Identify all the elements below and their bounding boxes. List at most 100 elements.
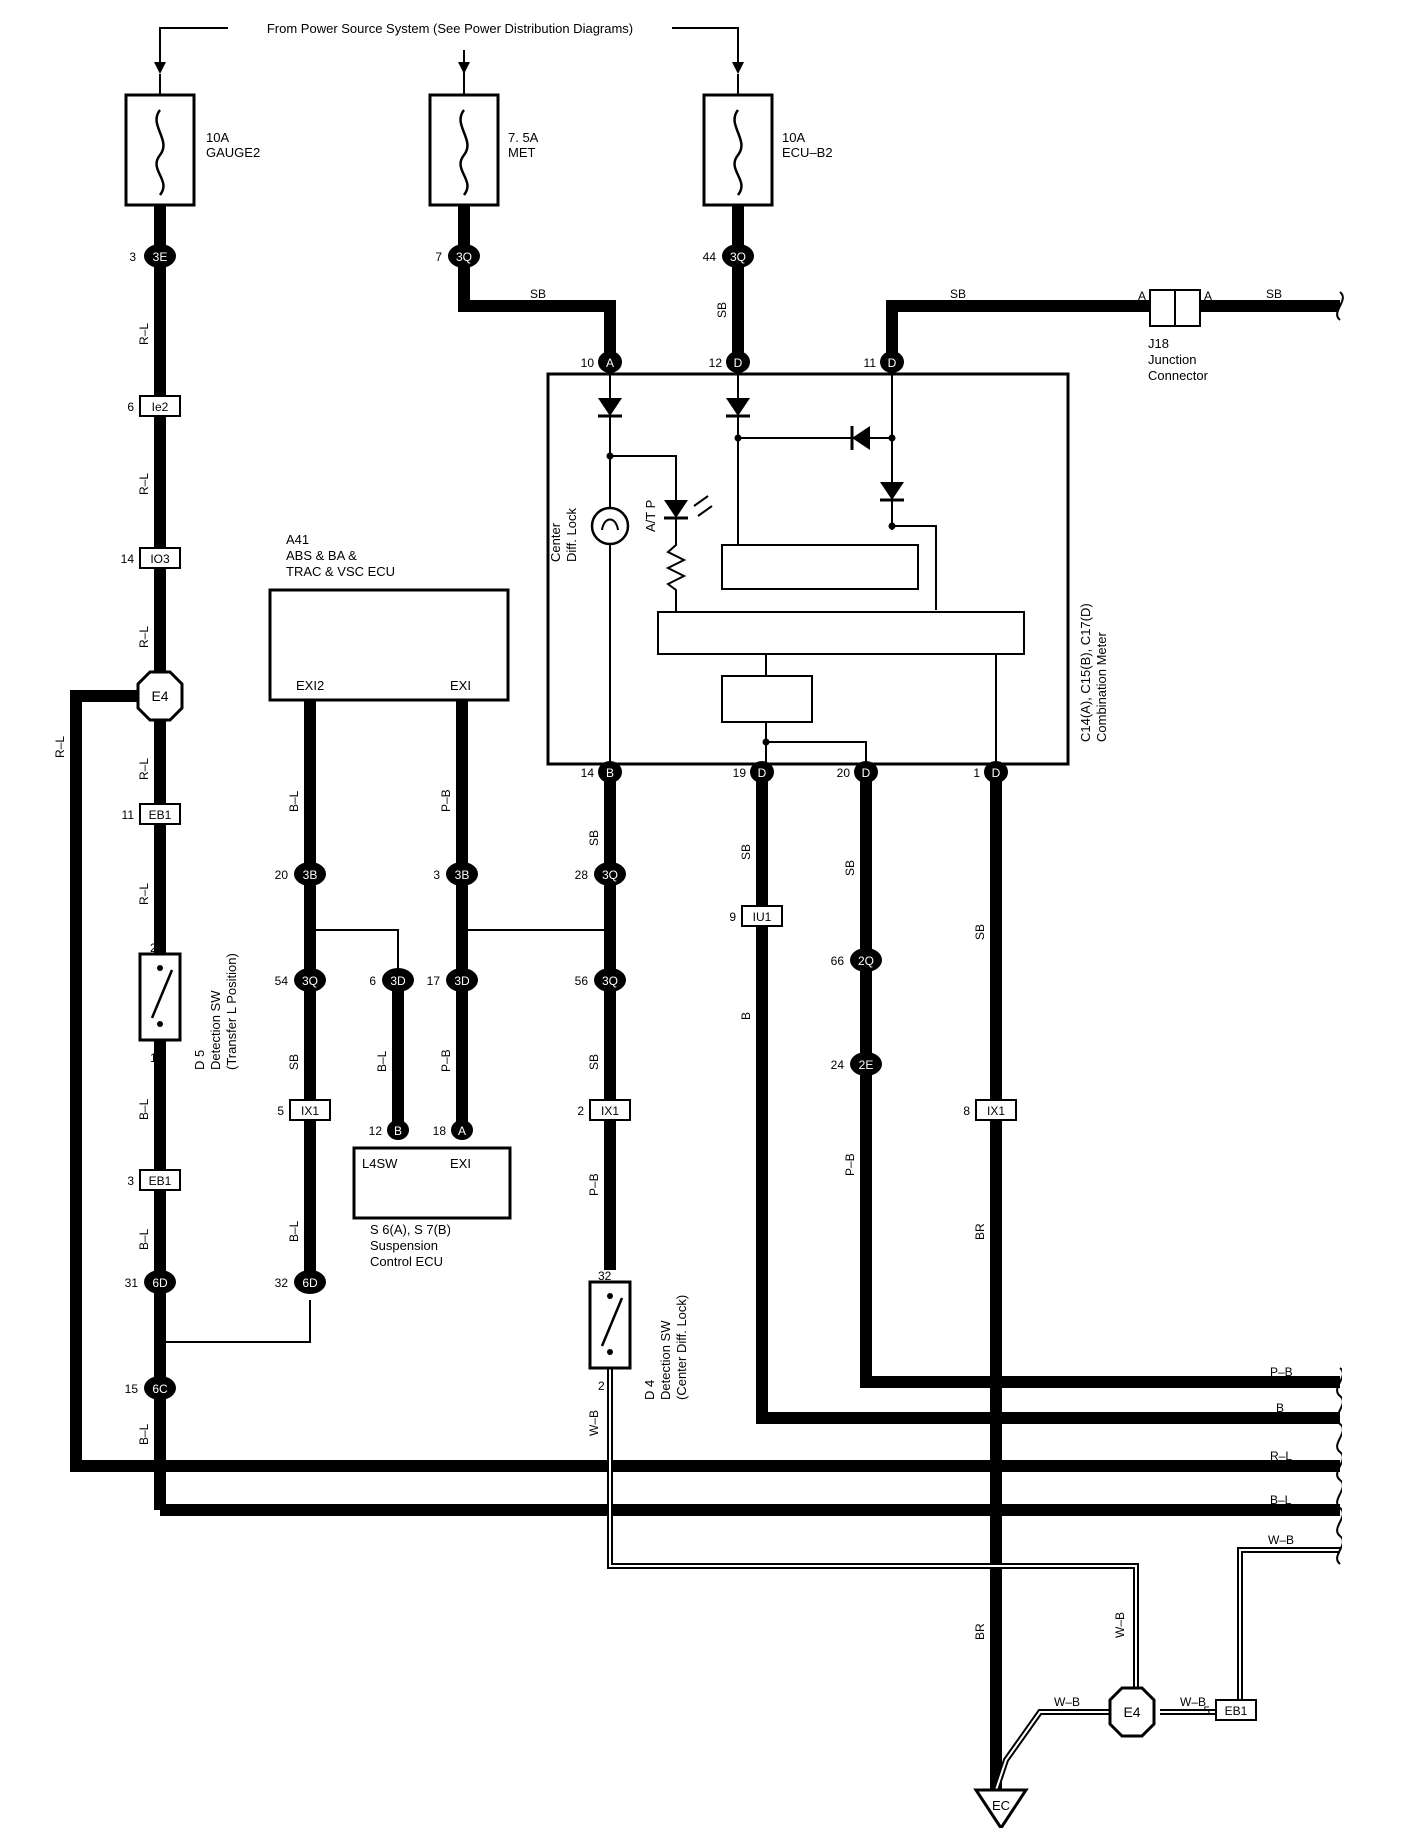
svg-text:3B: 3B (303, 868, 318, 882)
svg-text:C14(A), C15(B), C17(D): C14(A), C15(B), C17(D) (1078, 603, 1093, 742)
wire-color-labels: R–L R–L R–L R–L R–L R–L B–L B–L B–L SB S… (53, 287, 1294, 1709)
conn-3q-met: 3Q 7 (435, 244, 480, 268)
svg-text:44: 44 (703, 250, 717, 264)
svg-text:B–L: B–L (137, 1423, 151, 1445)
svg-text:6: 6 (369, 974, 376, 988)
conn-6d-32: 6D 32 (275, 1270, 326, 1294)
svg-text:P–B: P–B (587, 1173, 601, 1196)
svg-text:2E: 2E (859, 1058, 874, 1072)
svg-text:17: 17 (427, 974, 441, 988)
svg-text:20: 20 (275, 868, 289, 882)
svg-text:10A: 10A (782, 130, 805, 145)
svg-text:A41: A41 (286, 532, 309, 547)
conn-3d-6: 3D 6 (369, 968, 414, 992)
svg-text:SB: SB (1266, 287, 1282, 301)
svg-text:14: 14 (581, 766, 595, 780)
connectors: 3E 3 3Q 7 3Q 44 A 10 D 12 D 11 (121, 244, 1257, 1828)
svg-text:MET: MET (508, 145, 536, 160)
suspension-ecu: L4SW EXI S 6(A), S 7(B) Suspension Contr… (352, 1146, 512, 1269)
svg-text:(Center Diff. Lock): (Center Diff. Lock) (674, 1295, 689, 1400)
svg-text:2Q: 2Q (858, 954, 874, 968)
svg-text:B–L: B–L (287, 790, 301, 812)
svg-text:SB: SB (287, 1054, 301, 1070)
svg-text:3Q: 3Q (730, 250, 746, 264)
svg-text:3D: 3D (390, 974, 406, 988)
svg-text:EXI: EXI (450, 1156, 471, 1171)
power-source-header: From Power Source System (See Power Dist… (154, 21, 744, 100)
svg-text:BR: BR (973, 1623, 987, 1640)
meter-pin-a10: A 10 (581, 351, 622, 373)
svg-text:56: 56 (575, 974, 589, 988)
svg-text:IX1: IX1 (601, 1104, 619, 1118)
meter-pin-b14: B 14 (581, 761, 622, 783)
svg-text:32: 32 (275, 1276, 289, 1290)
svg-text:1: 1 (973, 766, 980, 780)
svg-text:3D: 3D (454, 974, 470, 988)
svg-text:15: 15 (125, 1382, 139, 1396)
svg-text:A: A (606, 356, 614, 370)
svg-text:(Transfer L Position): (Transfer L Position) (224, 953, 239, 1070)
ground-ec: EC (973, 1788, 1029, 1828)
svg-text:3Q: 3Q (456, 250, 472, 264)
conn-6c-15: 6C 15 (125, 1376, 176, 1400)
svg-text:3E: 3E (153, 250, 168, 264)
svg-text:R–L: R–L (137, 323, 151, 345)
svg-text:3: 3 (129, 250, 136, 264)
svg-text:11: 11 (122, 808, 135, 822)
svg-text:D: D (888, 356, 897, 370)
svg-text:D: D (758, 766, 767, 780)
svg-text:B–L: B–L (287, 1220, 301, 1242)
svg-text:D: D (862, 766, 871, 780)
meter-pin-d20: D 20 (837, 761, 878, 783)
svg-text:J18: J18 (1148, 336, 1169, 351)
svg-text:3: 3 (127, 1174, 134, 1188)
meter-pin-d11: D 11 (864, 351, 904, 373)
svg-text:SB: SB (530, 287, 546, 301)
svg-text:IO3: IO3 (150, 552, 170, 566)
svg-text:R–L: R–L (1270, 1449, 1292, 1463)
svg-text:R–L: R–L (137, 473, 151, 495)
combination-meter: Center Diff. Lock A/T P C14(A), C15(B), … (546, 372, 1109, 766)
svg-text:E4: E4 (151, 688, 168, 704)
svg-text:10: 10 (581, 356, 595, 370)
svg-text:L4SW: L4SW (362, 1156, 398, 1171)
svg-text:SB: SB (587, 1054, 601, 1070)
conn-eb1-top: EB1 11 (122, 803, 181, 825)
svg-text:A/T P: A/T P (643, 500, 658, 532)
svg-text:7. 5A: 7. 5A (508, 130, 539, 145)
fuse-gauge2: 10A GAUGE2 (124, 74, 260, 207)
svg-text:B: B (739, 1012, 753, 1020)
svg-text:TRAC & VSC ECU: TRAC & VSC ECU (286, 564, 395, 579)
conn-3q-28: 3Q 28 (575, 862, 626, 886)
svg-text:18: 18 (433, 1124, 447, 1138)
svg-text:P–B: P–B (439, 1049, 453, 1072)
abs-ecu-a41: A41 ABS & BA & TRAC & VSC ECU EXI2 EXI (268, 532, 510, 702)
susp-pin-a18: A 18 (433, 1120, 473, 1140)
svg-text:P–B: P–B (843, 1153, 857, 1176)
svg-text:EC: EC (992, 1798, 1010, 1813)
svg-text:SB: SB (739, 844, 753, 860)
svg-text:6D: 6D (302, 1276, 318, 1290)
svg-text:EB1: EB1 (1225, 1704, 1248, 1718)
svg-text:2: 2 (598, 1379, 605, 1393)
svg-text:3Q: 3Q (302, 974, 318, 988)
conn-3e-gauge: 3E 3 (129, 244, 176, 268)
meter-pin-d19: D 19 (733, 761, 774, 783)
svg-text:D: D (734, 356, 743, 370)
conn-3b-20: 3B 20 (275, 862, 326, 886)
svg-text:D 5: D 5 (192, 1050, 207, 1070)
svg-text:W–B: W–B (1054, 1695, 1080, 1709)
detection-sw-d4: 32 2 D 4 Detection SW (Center Diff. Lock… (588, 1269, 689, 1400)
wires-thin (156, 926, 1340, 1791)
meter-pin-d1: D 1 (973, 761, 1008, 783)
svg-text:SB: SB (715, 302, 729, 318)
conn-3q-54: 3Q 54 (275, 968, 326, 992)
svg-text:54: 54 (275, 974, 289, 988)
svg-text:32: 32 (598, 1269, 612, 1283)
svg-text:Diff. Lock: Diff. Lock (564, 508, 579, 562)
svg-text:6C: 6C (152, 1382, 168, 1396)
svg-text:20: 20 (837, 766, 851, 780)
svg-text:66: 66 (831, 954, 845, 968)
svg-text:12: 12 (369, 1124, 383, 1138)
svg-text:W–B: W–B (1180, 1695, 1206, 1709)
